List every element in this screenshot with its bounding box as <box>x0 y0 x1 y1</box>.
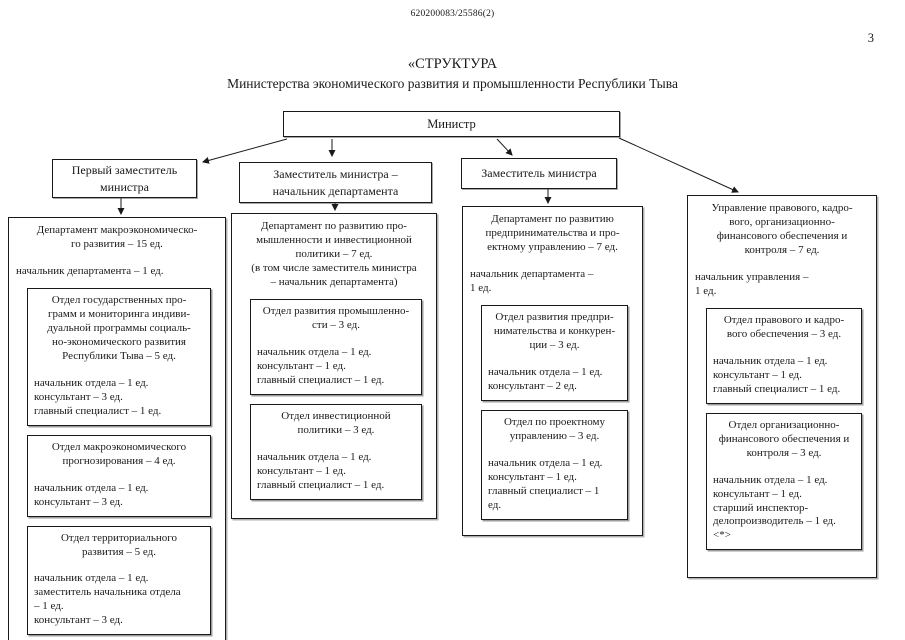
chart-title: «СТРУКТУРА <box>407 56 498 72</box>
unit-title: Отдел развития промышленно- сти – 3 ед. <box>262 304 410 331</box>
directorate-legal-hr-finance-box: Управление правового, кадро- вого, орган… <box>687 195 877 578</box>
connector-minister-to-directorate <box>618 137 739 193</box>
unit-entrepreneurship-competition-box: Отдел развития предпри- нимательства и к… <box>481 304 628 401</box>
unit-staff: начальник отдела – 1 ед. заместитель нач… <box>34 572 181 627</box>
directorate-staff: начальник управления – 1 ед. <box>695 270 809 297</box>
unit-staff: начальник отдела – 1 ед. консультант – 1… <box>488 456 603 511</box>
unit-title: Отдел макроэкономического прогнозировани… <box>51 440 187 467</box>
unit-investment-policy-box: Отдел инвестиционной политики – 3 ед. на… <box>250 403 422 500</box>
document-number: 620200083/25586(2) <box>410 9 495 19</box>
unit-title: Отдел инвестиционной политики – 3 ед. <box>281 409 391 436</box>
unit-staff: начальник отдела – 1 ед. консультант – 3… <box>34 481 149 508</box>
unit-state-programs-box: Отдел государственных про- грамм и монит… <box>27 287 211 426</box>
department-entrepreneurship-project-box: Департамент по развитию предпринимательс… <box>462 206 643 536</box>
unit-title: Отдел государственных про- грамм и монит… <box>47 293 191 362</box>
unit-staff: начальник отдела – 1 ед. консультант – 1… <box>257 345 385 386</box>
unit-staff: начальник отдела – 1 ед. консультант – 3… <box>34 376 162 417</box>
unit-staff: начальник отдела – 1 ед. консультант – 2… <box>488 365 603 392</box>
unit-title: Отдел организационно- финансового обеспе… <box>718 418 850 459</box>
connector-minister-to-deputy <box>496 138 513 156</box>
unit-industry-development-box: Отдел развития промышленно- сти – 3 ед. … <box>250 298 422 395</box>
unit-staff: начальник отдела – 1 ед. консультант – 1… <box>713 473 836 542</box>
department-title: Департамент по развитию про- мышленности… <box>251 220 417 288</box>
deputy-minister-box: Заместитель министра <box>461 158 617 189</box>
unit-macroeconomic-forecasting-box: Отдел макроэкономического прогнозировани… <box>27 434 211 517</box>
minister-box: Министр <box>283 111 620 137</box>
chart-subtitle: Министерства экономического развития и п… <box>227 76 678 91</box>
department-title: Департамент по развитию предпринимательс… <box>485 213 620 253</box>
unit-project-management-box: Отдел по проектному управлению – 3 ед. н… <box>481 409 628 520</box>
unit-staff: начальник отдела – 1 ед. консультант – 1… <box>257 450 385 491</box>
deputy-minister-department-head-box: Заместитель министра – начальник департа… <box>239 162 432 203</box>
directorate-title: Управление правового, кадро- вого, орган… <box>711 202 853 256</box>
department-macroeconomic-development-box: Департамент макроэкономическо- го развит… <box>8 217 226 640</box>
unit-staff: начальник отдела – 1 ед. консультант – 1… <box>713 354 841 395</box>
department-staff: начальник департамента – 1 ед. <box>16 264 164 277</box>
unit-org-finance-control-box: Отдел организационно- финансового обеспе… <box>706 412 862 551</box>
department-staff: начальник департамента – 1 ед. <box>470 267 594 294</box>
unit-title: Отдел правового и кадро- вого обеспечени… <box>723 313 845 340</box>
unit-title: Отдел развития предпри- нимательства и к… <box>493 310 616 351</box>
unit-title: Отдел территориального развития – 5 ед. <box>60 531 178 558</box>
department-industry-investment-box: Департамент по развитию про- мышленности… <box>231 213 437 519</box>
page-number: 3 <box>867 31 874 45</box>
unit-territorial-development-box: Отдел территориального развития – 5 ед. … <box>27 525 211 636</box>
unit-legal-hr-support-box: Отдел правового и кадро- вого обеспечени… <box>706 307 862 404</box>
department-title: Департамент макроэкономическо- го развит… <box>36 224 198 250</box>
unit-title: Отдел по проектному управлению – 3 ед. <box>503 415 605 442</box>
connector-minister-to-first-deputy <box>201 138 288 164</box>
first-deputy-minister-box: Первый заместитель министра <box>52 159 197 198</box>
